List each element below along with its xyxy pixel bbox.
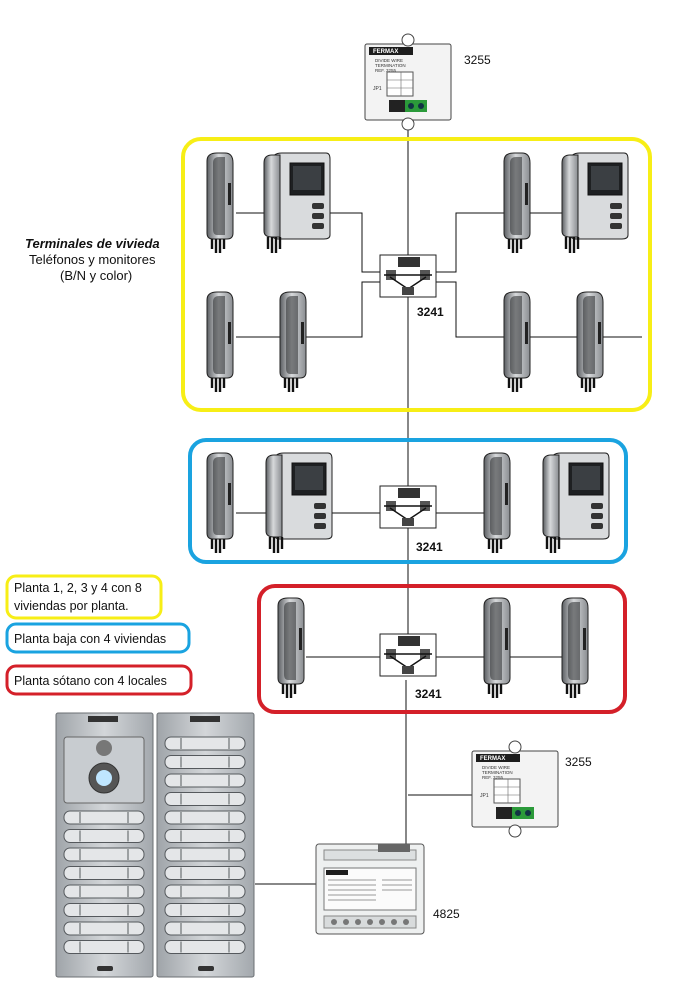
panel-left-call-button-divider (79, 812, 129, 823)
panel-right-call-button-divider (180, 812, 230, 823)
terminator-bottom-line1: DIVIDE WIRE (482, 765, 510, 770)
terminator-top-line1: DIVIDE WIRE (375, 58, 403, 63)
phone-yellow-4 (502, 151, 532, 255)
entrance-panel-left (55, 712, 154, 978)
phone-red-1 (276, 596, 306, 700)
code-terminator-top: 3255 (464, 53, 491, 67)
monitor-yellow-2 (560, 151, 630, 255)
panel-right-call-button-divider (180, 867, 230, 879)
panel-right-call-button (164, 921, 246, 936)
panel-right-buttons (164, 736, 246, 954)
panel-left-call-button-divider (79, 941, 129, 953)
panel-right-call-button-divider (180, 886, 230, 897)
monitor-blue-2 (541, 451, 611, 555)
legend-yellow-line2: viviendas por planta. (14, 599, 129, 613)
panel-right-call-button-divider (180, 793, 230, 805)
heading-line1: Terminales de vivieda (25, 236, 160, 251)
distributor-red (379, 633, 437, 677)
legend-red-box (5, 664, 193, 696)
panel-left-call-button (63, 884, 145, 899)
terminator-top-brand: FERMAX (373, 49, 398, 55)
panel-left-call-button-divider (79, 849, 129, 860)
panel-left-call-button (63, 810, 145, 825)
panel-right-call-button-divider (180, 941, 230, 953)
terminator-bottom-jumper: JP1 (480, 793, 489, 799)
terminator-bottom: FERMAX DIVIDE WIRE TERMINATION REF. 3255… (471, 740, 559, 838)
distributor-yellow (379, 254, 437, 298)
phone-yellow-2 (205, 290, 235, 394)
monitor-blue-1 (264, 451, 334, 555)
terminator-top-line3: REF. 3255 (375, 68, 397, 73)
panel-right-call-button-divider (180, 923, 230, 934)
code-distributor-1: 3241 (417, 305, 444, 319)
panel-left-call-button-divider (79, 904, 129, 916)
power-supply (315, 843, 425, 935)
phone-yellow-3 (278, 290, 308, 394)
panel-left-call-button-divider (79, 830, 129, 842)
entrance-panel-right (156, 712, 255, 978)
panel-left-call-button-divider (79, 867, 129, 879)
phone-yellow-1 (205, 151, 235, 255)
legend-red-text: Planta sótano con 4 locales (14, 674, 167, 688)
panel-right-call-button-divider (180, 830, 230, 842)
phone-red-2 (482, 596, 512, 700)
panel-left-call-button-divider (79, 886, 129, 897)
panel-right-call-button (164, 792, 246, 806)
panel-right-call-button (164, 884, 246, 899)
panel-right-call-button (164, 736, 246, 751)
panel-right-call-button (164, 940, 246, 954)
heading-line2: Teléfonos y monitores (29, 252, 156, 267)
panel-right-call-button-divider (180, 775, 230, 786)
floor-group-red (257, 584, 627, 714)
legend-yellow-box (5, 574, 163, 620)
panel-right-call-button-divider (180, 738, 230, 749)
panel-right-call-button (164, 810, 246, 825)
monitor-yellow-1 (262, 151, 332, 255)
terminator-bottom-line2: TERMINATION (482, 770, 513, 775)
panel-left-call-button-divider (79, 923, 129, 934)
panel-left-call-button (63, 921, 145, 936)
panel-right-call-button (164, 755, 246, 769)
code-distributor-3: 3241 (415, 687, 442, 701)
terminator-top: FERMAX DIVIDE WIRE TERMINATION REF. 3255… (364, 33, 452, 131)
panel-right-call-button (164, 847, 246, 862)
bus-line (405, 120, 409, 845)
phone-yellow-6 (575, 290, 605, 394)
panel-left-buttons (63, 810, 145, 954)
legend-blue-text: Planta baja con 4 viviendas (14, 632, 166, 646)
phone-red-3 (560, 596, 590, 700)
terminator-top-line2: TERMINATION (375, 63, 406, 68)
panel-left-call-button (63, 829, 145, 843)
panel-right-call-button-divider (180, 756, 230, 768)
panel-right-call-button-divider (180, 849, 230, 860)
legend-blue-box (5, 622, 191, 654)
distributor-blue (379, 485, 437, 529)
legend-yellow-line1: Planta 1, 2, 3 y 4 con 8 (14, 581, 142, 595)
wires-yellow (236, 212, 642, 338)
panel-left-call-button (63, 866, 145, 880)
panel-right-call-button (164, 773, 246, 788)
code-distributor-2: 3241 (416, 540, 443, 554)
phone-blue-2 (482, 451, 512, 555)
panel-left-call-button (63, 847, 145, 862)
panel-right-call-button (164, 903, 246, 917)
code-power-supply: 4825 (433, 907, 460, 921)
floor-group-yellow (181, 137, 652, 412)
terminator-top-jumper: JP1 (373, 86, 382, 92)
phone-blue-1 (205, 451, 235, 555)
heading-line3: (B/N y color) (60, 268, 132, 283)
panel-left-call-button (63, 903, 145, 917)
terminator-bottom-line3: REF. 3255 (482, 775, 504, 780)
panel-right-call-button (164, 866, 246, 880)
panel-left-call-button (63, 940, 145, 954)
panel-right-call-button (164, 829, 246, 843)
panel-right-call-button-divider (180, 904, 230, 916)
phone-yellow-5 (502, 290, 532, 394)
floor-group-blue (188, 438, 628, 564)
terminator-bottom-brand: FERMAX (480, 756, 505, 762)
code-terminator-bottom: 3255 (565, 755, 592, 769)
